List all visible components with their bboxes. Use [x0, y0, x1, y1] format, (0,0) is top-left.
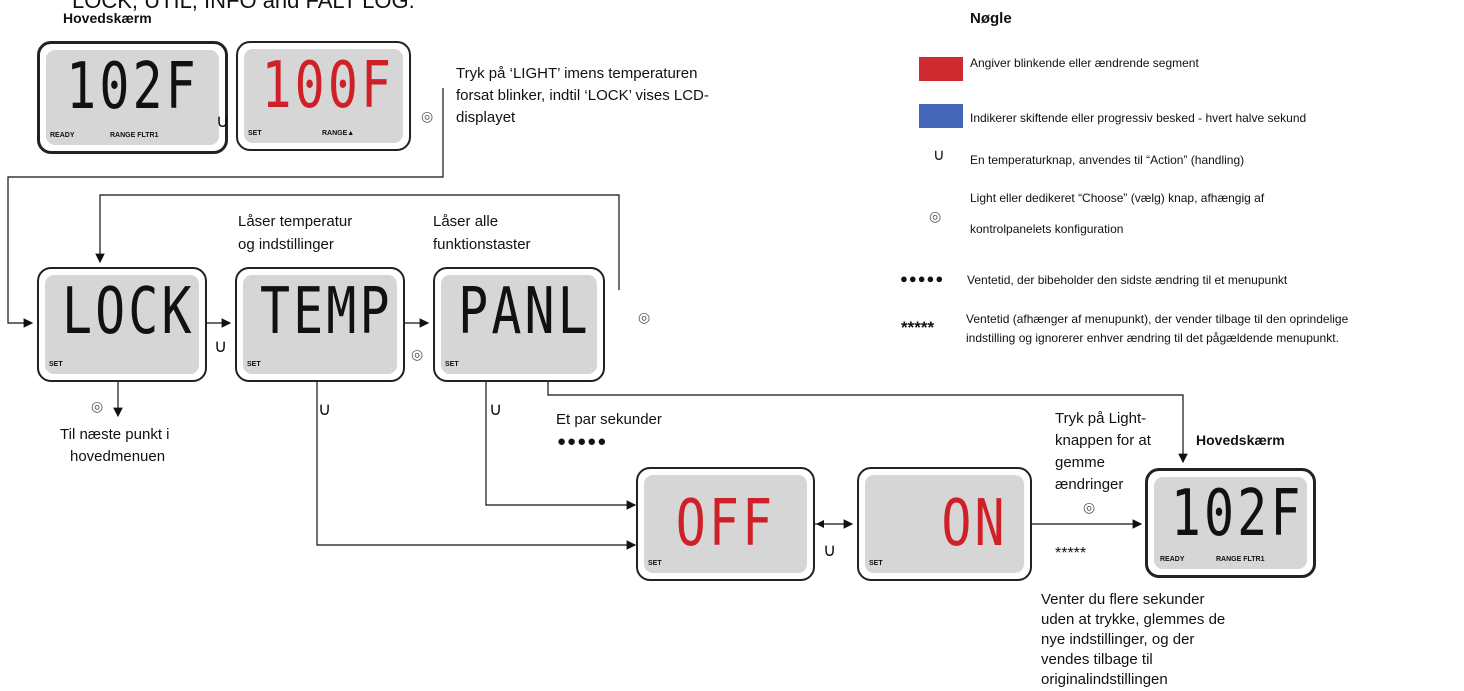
label-seconds: Et par sekunder: [556, 411, 662, 428]
lcd-set-100-range: RANGE▲: [322, 130, 355, 137]
lcd-main-1-ready: READY: [50, 132, 75, 139]
label-save-2: knappen for at: [1055, 432, 1151, 449]
light-icon: ◎: [638, 309, 651, 325]
wait-dots-icon: ●●●●●: [900, 271, 945, 286]
key-stars-desc-2: indstilling og ignorerer enhver ændring …: [966, 331, 1339, 345]
wait-stars: *****: [1055, 545, 1087, 562]
lcd-panl-text: PANL: [458, 275, 591, 349]
header-partial: LOCK, UTIL, INFO and FALT LOG.: [72, 0, 415, 13]
light-icon: ◎: [421, 108, 434, 124]
lcd-off: OFF SET: [636, 467, 815, 581]
key-stars-desc-1: Ventetid (afhænger af menupunkt), der ve…: [966, 312, 1349, 326]
instruction-top-2: forsat blinker, indtil ‘LOCK’ vises LCD-: [456, 87, 709, 104]
lcd-set-100-set: SET: [248, 130, 262, 137]
lcd-panl: PANL SET: [433, 267, 605, 382]
lcd-lock-set: SET: [49, 361, 63, 368]
lcd-main-1-text: 102F: [66, 50, 199, 124]
light-icon: ◎: [929, 208, 942, 224]
key-light-desc-1: Light eller dedikeret “Choose” (vælg) kn…: [970, 191, 1265, 205]
main-screen-label-top: Hovedskærm: [63, 10, 152, 26]
label-save-1: Tryk på Light-: [1055, 410, 1147, 427]
light-icon: ◎: [411, 346, 424, 362]
label-panl-2: funktionstaster: [433, 236, 531, 253]
lcd-on-set: SET: [869, 560, 883, 567]
light-icon: ◎: [1083, 499, 1096, 515]
key-red-desc: Angiver blinkende eller ændrende segment: [970, 56, 1199, 70]
key-blue-desc: Indikerer skiftende eller progressiv bes…: [970, 111, 1307, 125]
lcd-main-2-text: 102F: [1170, 477, 1304, 551]
key-red-swatch: [919, 57, 963, 81]
label-save-4: ændringer: [1055, 476, 1124, 493]
key-blue-swatch: [919, 104, 963, 128]
key-stars-symbol: *****: [901, 318, 935, 337]
label-temp-2: og indstillinger: [238, 236, 334, 253]
label-wait-3: nye indstillinger, og der: [1041, 631, 1195, 648]
thermometer-icon: ∪: [489, 399, 503, 419]
label-panl-1: Låser alle: [433, 213, 499, 230]
lcd-temp-text: TEMP: [259, 275, 393, 349]
lcd-set-100-text: 100F: [261, 49, 395, 123]
label-wait-1: Venter du flere sekunder: [1041, 591, 1205, 608]
lcd-temp: TEMP SET: [235, 267, 405, 382]
label-wait-5: originalindstillingen: [1041, 671, 1168, 688]
thermometer-icon: ∪: [216, 111, 230, 131]
lcd-lock-text: LOCK: [61, 275, 195, 349]
key-dots-desc: Ventetid, der bibeholder den sidste ændr…: [967, 273, 1288, 287]
lcd-main-2-range: RANGE FLTR1: [1216, 556, 1265, 563]
thermometer-icon: ∪: [318, 399, 332, 419]
instruction-top-3: displayet: [456, 109, 516, 126]
label-next-1: Til næste punkt i: [60, 426, 170, 443]
lcd-main-2-ready: READY: [1160, 556, 1185, 563]
label-save-3: gemme: [1055, 454, 1106, 471]
lcd-main-1-range: RANGE FLTR1: [110, 132, 159, 139]
lcd-set-100: 100F SET RANGE▲: [236, 41, 411, 151]
lcd-temp-set: SET: [247, 361, 261, 368]
lcd-lock: LOCK SET: [37, 267, 207, 382]
lcd-off-text: OFF: [675, 487, 776, 561]
thermometer-icon: ∪: [933, 147, 945, 164]
main-screen-label-right: Hovedskærm: [1196, 432, 1285, 448]
lcd-on: ON SET: [857, 467, 1032, 581]
thermometer-icon: ∪: [823, 540, 837, 560]
lcd-main-screen-1: 102F READY RANGE FLTR1: [37, 41, 228, 154]
label-wait-2: uden at trykke, glemmes de: [1041, 611, 1226, 628]
label-next-2: hovedmenuen: [70, 448, 166, 465]
light-icon: ◎: [91, 398, 104, 414]
lcd-on-text: ON: [941, 487, 1008, 561]
label-temp-1: Låser temperatur: [238, 213, 353, 230]
wait-dots-icon: ●●●●●: [557, 433, 608, 450]
key-light-desc-2: kontrolpanelets konfiguration: [970, 222, 1124, 236]
lcd-off-set: SET: [648, 560, 662, 567]
label-wait-4: vendes tilbage til: [1041, 651, 1153, 668]
lcd-main-screen-2: 102F READY RANGE FLTR1: [1145, 468, 1316, 578]
instruction-top-1: Tryk på ‘LIGHT’ imens temperaturen: [456, 65, 698, 82]
key-thermo-desc: En temperaturknap, anvendes til “Action”…: [970, 153, 1245, 167]
key-title: Nøgle: [970, 10, 1012, 27]
thermometer-icon: ∪: [214, 336, 228, 356]
lcd-panl-set: SET: [445, 361, 459, 368]
